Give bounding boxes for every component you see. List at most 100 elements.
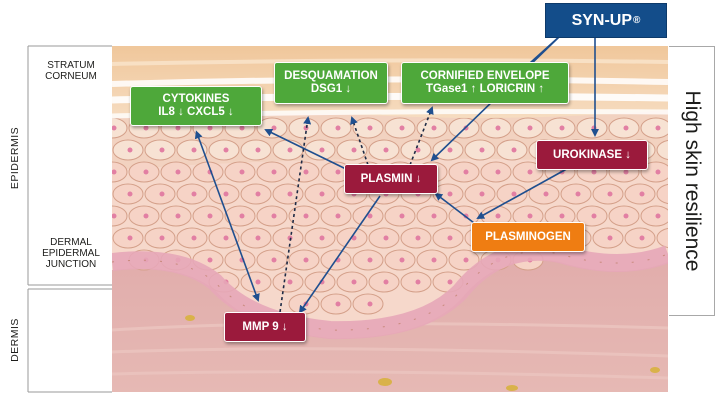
cell-nucleus <box>495 169 501 175</box>
cell-nucleus <box>143 169 149 175</box>
cell-nucleus <box>271 169 277 175</box>
cell-nucleus <box>543 191 549 197</box>
cell-nucleus <box>655 213 661 219</box>
skin-cell <box>656 227 668 249</box>
dashed-plasmin-cornified <box>409 106 434 166</box>
cell-nucleus <box>447 147 453 153</box>
arrow-plasminogen-plasmin <box>434 192 479 227</box>
cell-nucleus <box>383 147 389 153</box>
cell-nucleus <box>159 235 165 241</box>
arrow-plasmin-cytokines <box>264 129 349 171</box>
cell-nucleus <box>319 235 325 241</box>
box-urokinase: UROKINASE ↓ <box>536 140 648 170</box>
pathway-arrows <box>194 35 599 314</box>
cell-nucleus <box>239 213 245 219</box>
cell-nucleus <box>623 125 629 131</box>
label-epidermis: EPIDERMIS <box>9 126 21 190</box>
cell-nucleus <box>495 125 501 131</box>
cell-nucleus <box>207 125 213 131</box>
cell-nucleus <box>623 213 629 219</box>
cell-nucleus <box>415 147 421 153</box>
cell-nucleus <box>207 257 213 263</box>
cell-nucleus <box>335 125 341 131</box>
cell-nucleus <box>351 147 357 153</box>
arrow-plasmin-mmp9 <box>298 195 381 314</box>
cell-nucleus <box>191 191 197 197</box>
cell-nucleus <box>399 125 405 131</box>
cell-nucleus <box>175 125 181 131</box>
cell-nucleus <box>431 257 437 263</box>
cell-nucleus <box>112 169 117 175</box>
cell-nucleus <box>399 213 405 219</box>
cell-nucleus <box>303 257 309 263</box>
cell-nucleus <box>639 235 645 241</box>
cell-nucleus <box>143 125 149 131</box>
cell-nucleus <box>175 169 181 175</box>
cell-nucleus <box>223 191 229 197</box>
cell-nucleus <box>559 125 565 131</box>
cell-nucleus <box>303 169 309 175</box>
box-plasminogen: PLASMINOGEN <box>471 222 585 252</box>
dashed-plasmin-desquamation <box>350 116 369 166</box>
label-stratum-corneum: STRATUM CORNEUM <box>45 60 97 82</box>
cell-nucleus <box>271 213 277 219</box>
cell-nucleus <box>191 235 197 241</box>
cytokines-title: CYTOKINES <box>162 93 230 105</box>
arrow-urokinase-plasminogen <box>476 165 573 219</box>
arrow-cytokines-mmp9 <box>194 130 260 302</box>
cell-nucleus <box>127 147 133 153</box>
cell-nucleus <box>175 213 181 219</box>
cell-nucleus <box>559 213 565 219</box>
cell-nucleus <box>463 169 469 175</box>
cell-nucleus <box>159 191 165 197</box>
cell-nucleus <box>639 191 645 197</box>
cell-nucleus <box>463 257 469 263</box>
skin-cell <box>112 117 128 139</box>
cell-nucleus <box>511 191 517 197</box>
cell-nucleus <box>351 279 357 285</box>
cell-nucleus <box>223 235 229 241</box>
label-dermis: DERMIS <box>9 318 21 362</box>
cell-nucleus <box>255 147 261 153</box>
cell-nucleus <box>527 169 533 175</box>
cell-nucleus <box>591 213 597 219</box>
cell-nucleus <box>479 147 485 153</box>
cell-nucleus <box>415 279 421 285</box>
skin-cell <box>112 161 128 183</box>
cell-nucleus <box>383 235 389 241</box>
cornified-detail: TGase1 ↑ LORICRIN ↑ <box>425 83 545 95</box>
cell-nucleus <box>223 147 229 153</box>
cell-nucleus <box>623 169 629 175</box>
cytokines-detail: IL8 ↓ CXCL5 ↓ <box>158 106 234 118</box>
cell-nucleus <box>575 191 581 197</box>
dashed-arrows <box>279 106 434 313</box>
cell-nucleus <box>287 279 293 285</box>
brand-name: SYN-UP <box>571 11 633 29</box>
cell-nucleus <box>207 213 213 219</box>
box-cornified-envelope: CORNIFIED ENVELOPE TGase1 ↑ LORICRIN ↑ <box>401 62 569 104</box>
cell-nucleus <box>287 191 293 197</box>
cell-nucleus <box>447 191 453 197</box>
box-desquamation: DESQUAMATION DSG1 ↓ <box>274 62 388 104</box>
mmp9-label: MMP 9 ↓ <box>242 320 288 333</box>
cell-nucleus <box>431 125 437 131</box>
cell-nucleus <box>511 147 517 153</box>
box-plasmin: PLASMIN ↓ <box>344 164 438 194</box>
cell-nucleus <box>191 147 197 153</box>
skin-cell <box>112 205 128 227</box>
cell-nucleus <box>239 125 245 131</box>
label-dermal-epidermal-junction: DERMAL EPIDERMAL JUNCTION <box>42 237 100 270</box>
cell-nucleus <box>367 301 373 307</box>
cell-nucleus <box>255 191 261 197</box>
cell-nucleus <box>335 301 341 307</box>
cell-nucleus <box>303 213 309 219</box>
brand-mark: ® <box>633 15 641 26</box>
box-cytokines: CYTOKINES IL8 ↓ CXCL5 ↓ <box>130 86 262 126</box>
cell-nucleus <box>112 213 117 219</box>
cell-nucleus <box>447 235 453 241</box>
cell-nucleus <box>415 235 421 241</box>
cell-nucleus <box>527 213 533 219</box>
skin-cell <box>656 139 668 161</box>
cell-nucleus <box>271 257 277 263</box>
